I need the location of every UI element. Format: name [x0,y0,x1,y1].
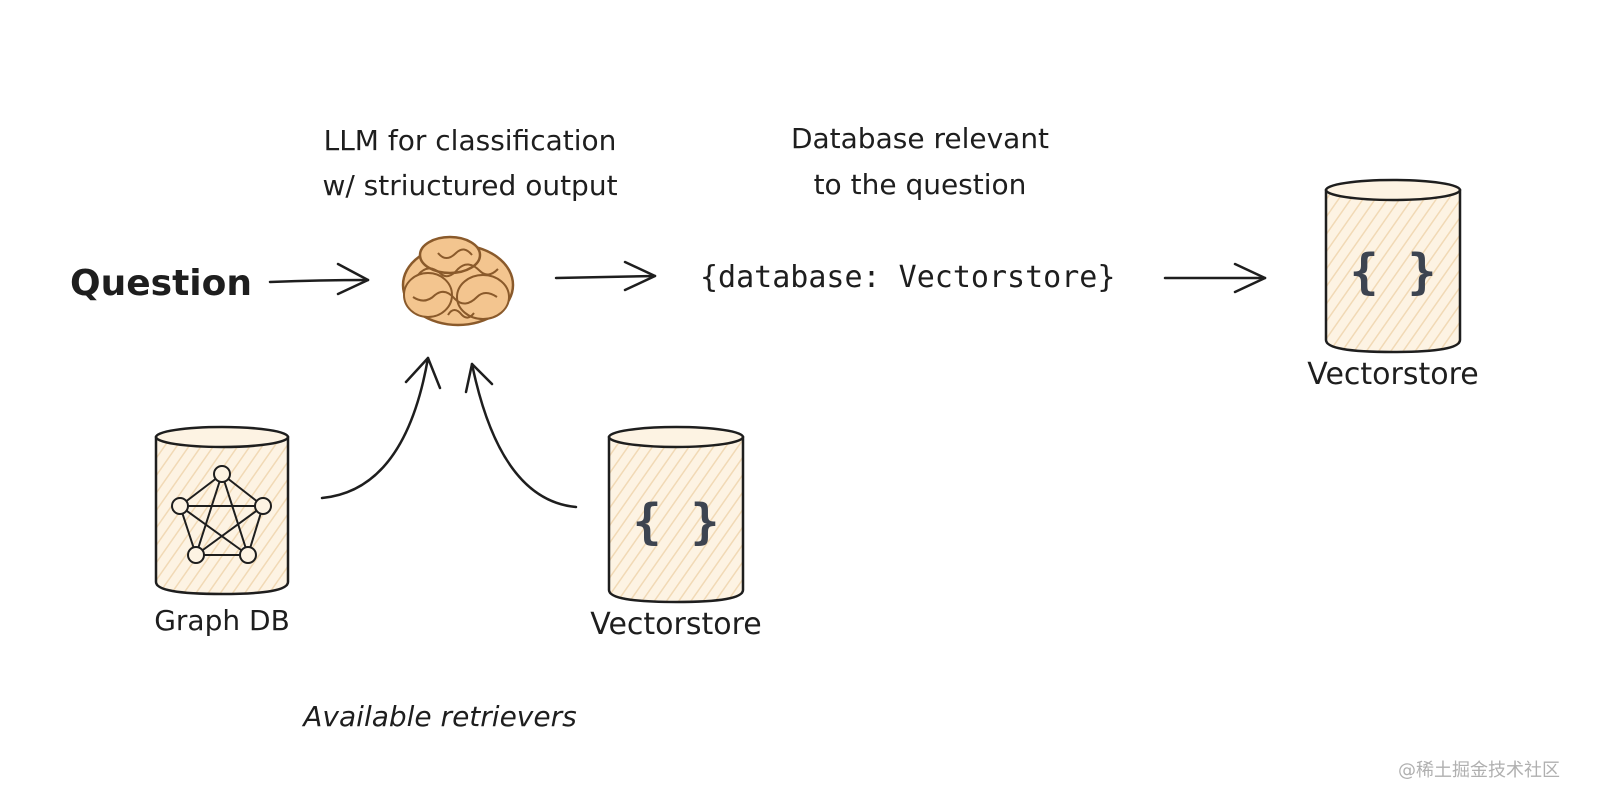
brain-icon [401,235,515,327]
llm-caption-line2: w/ stri̇uctured output [322,169,617,202]
vectorstore-right-label: Vectorstore [1307,357,1478,392]
vectorstore-left-cylinder: { } [607,425,745,604]
arrow-question-to-llm [268,262,370,296]
braces-icon: { } [633,494,720,550]
db-relevant-caption-line1: Database relevant [791,122,1049,155]
arrow-llm-to-output [554,260,657,292]
braces-icon: { } [1350,244,1437,300]
db-relevant-caption-line2: to the question [814,168,1027,201]
arrow-graphdb-to-llm [320,356,442,500]
arrow-output-to-vectorstore [1163,262,1267,294]
graph-db-cylinder [154,425,290,596]
output-json: {database: Vectorstore} [700,260,1115,295]
watermark: @稀土掘金技术社区 [1398,760,1560,781]
question-label: Question [70,263,252,304]
llm-caption-line1: LLM for classification [324,124,617,157]
graph-network-icon [171,465,272,564]
arrow-vectorstore-to-llm [464,362,578,509]
graph-db-label: Graph DB [154,604,290,637]
available-retrievers-caption: Available retrievers [301,700,576,733]
vectorstore-left-label: Vectorstore [590,607,761,642]
vectorstore-right-cylinder: { } [1324,178,1462,354]
